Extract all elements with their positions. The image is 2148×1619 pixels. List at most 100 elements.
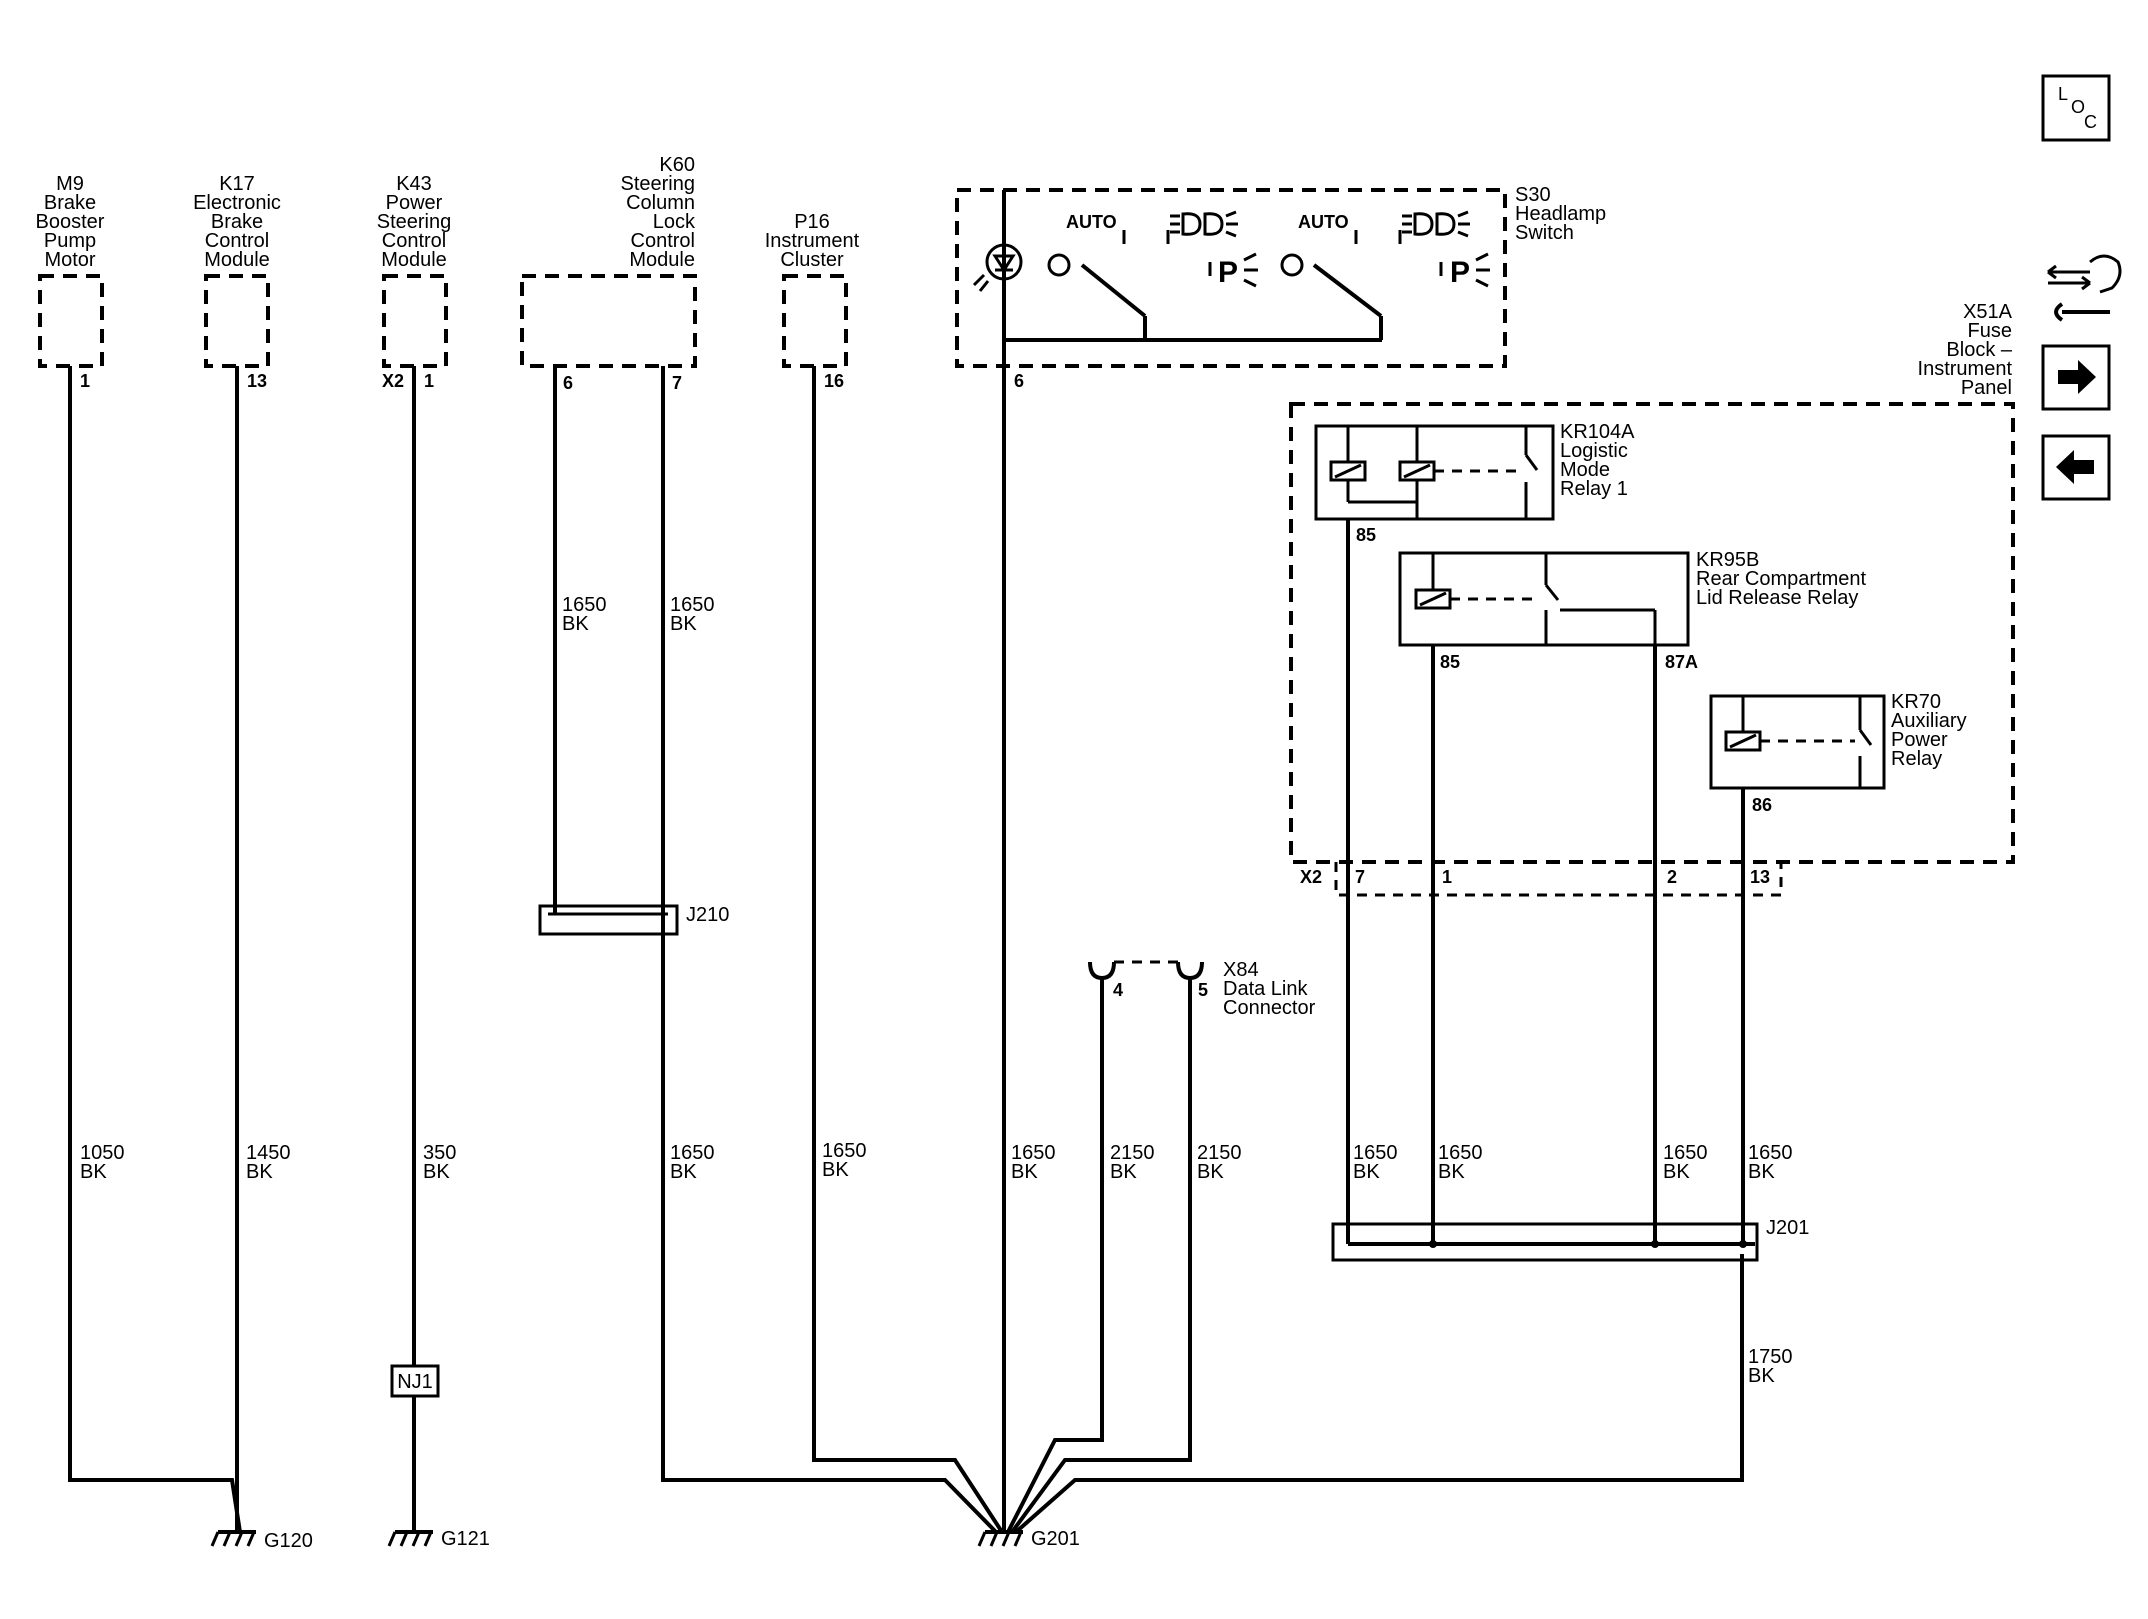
svg-text:1650: 1650 [670,1142,715,1164]
svg-text:Relay 1: Relay 1 [1560,478,1628,500]
headlamp-low-beam-icon-2 [1402,210,1470,238]
svg-text:Headlamp: Headlamp [1515,203,1606,225]
x51a-label: X51A Fuse Block – Instrument Panel [1918,301,2013,399]
svg-text:1650: 1650 [1438,1142,1483,1164]
pin-k43: 1 [424,371,434,391]
k60-label: K60 Steering Column Lock Control Module [621,154,696,271]
connector-end-view-icon[interactable] [2047,254,2122,322]
p16-label: P16 Instrument Cluster [765,211,860,271]
kr95b-label: KR95B Rear Compartment Lid Release Relay [1696,549,1867,609]
kr104a-label: KR104A Logistic Mode Relay 1 [1560,421,1635,500]
svg-text:Panel: Panel [1961,377,2012,399]
svg-text:1650: 1650 [562,594,607,616]
x84-label: X84 Data Link Connector [1223,959,1316,1019]
pin-x51a-2: 2 [1667,867,1677,887]
svg-text:Column: Column [626,192,695,214]
svg-text:K43: K43 [396,173,432,195]
previous-page-button[interactable] [2041,434,2111,501]
svg-text:Motor: Motor [44,249,95,271]
svg-text:X84: X84 [1223,959,1259,981]
loc-button[interactable]: L O C [2041,74,2111,142]
svg-text:1650: 1650 [1353,1142,1398,1164]
svg-text:BK: BK [670,1161,697,1183]
svg-text:Control: Control [631,230,695,252]
x51a-fuse-block [1289,402,2015,864]
j201-splice [1331,1222,1759,1262]
svg-text:Steering: Steering [377,211,452,233]
svg-text:1050: 1050 [80,1142,125,1164]
svg-text:Control: Control [382,230,446,252]
svg-text:Cluster: Cluster [780,249,844,271]
svg-text:BK: BK [1110,1161,1137,1183]
svg-text:Mode: Mode [1560,459,1610,481]
svg-text:X51A: X51A [1963,301,2013,323]
svg-text:1650: 1650 [1663,1142,1708,1164]
svg-text:Relay: Relay [1891,748,1942,770]
switch-auto-label-2: AUTO [1298,212,1349,232]
j210-splice [538,904,679,936]
svg-text:1750: 1750 [1748,1346,1793,1368]
svg-text:Instrument: Instrument [1918,358,2013,380]
ground-g201: G201 [977,1528,1080,1550]
svg-text:1650: 1650 [822,1140,867,1162]
svg-text:Block –: Block – [1946,339,2012,361]
k60-component [520,274,697,368]
g121-label: G121 [441,1528,490,1550]
svg-text:L: L [2058,84,2068,104]
svg-text:Booster: Booster [36,211,105,233]
svg-text:BK: BK [1011,1161,1038,1183]
pin-x51a-7: 7 [1355,867,1365,887]
svg-text:K60: K60 [659,154,695,176]
pin-x51a-1: 1 [1442,867,1452,887]
svg-text:Auxiliary: Auxiliary [1891,710,1967,732]
svg-text:Electronic: Electronic [193,192,281,214]
s30-component [955,188,1507,368]
nj1-label: NJ1 [397,1371,433,1393]
svg-text:Control: Control [205,230,269,252]
switch-auto-label-1: AUTO [1066,212,1117,232]
svg-text:Switch: Switch [1515,222,1574,244]
g201-label: G201 [1031,1528,1080,1550]
pin-p16: 16 [824,371,844,391]
svg-text:Module: Module [629,249,695,271]
kr70-relay [1709,694,1886,790]
j201-label: J201 [1766,1217,1809,1239]
svg-text:2150: 2150 [1110,1142,1155,1164]
pin-kr70-86: 86 [1752,795,1772,815]
svg-text:BK: BK [822,1159,849,1181]
svg-text:Lid Release Relay: Lid Release Relay [1696,587,1858,609]
lamp-illumination-icon [985,243,1023,281]
svg-text:BK: BK [670,613,697,635]
switch-park-label-1: P [1218,256,1238,289]
svg-text:KR104A: KR104A [1560,421,1635,443]
svg-text:BK: BK [1663,1161,1690,1183]
next-page-button[interactable] [2041,344,2111,411]
arrow-left-icon [2056,450,2094,484]
kr70-label: KR70 Auxiliary Power Relay [1891,691,1967,770]
svg-text:Lock: Lock [653,211,696,233]
svg-text:Data Link: Data Link [1223,978,1308,1000]
pin-x84-5: 5 [1198,980,1208,1000]
m9-component [38,274,104,368]
svg-text:Module: Module [204,249,270,271]
pin-k60-7: 7 [672,373,682,393]
pin-k43-connector: X2 [382,371,404,391]
k43-component [382,274,448,368]
s30-switch-internals: AUTO AUTO P P [972,190,1490,366]
svg-text:Instrument: Instrument [765,230,860,252]
svg-text:KR95B: KR95B [1696,549,1759,571]
svg-text:BK: BK [1353,1161,1380,1183]
pin-kr104a-85: 85 [1356,525,1376,545]
kr95b-relay [1398,551,1690,647]
